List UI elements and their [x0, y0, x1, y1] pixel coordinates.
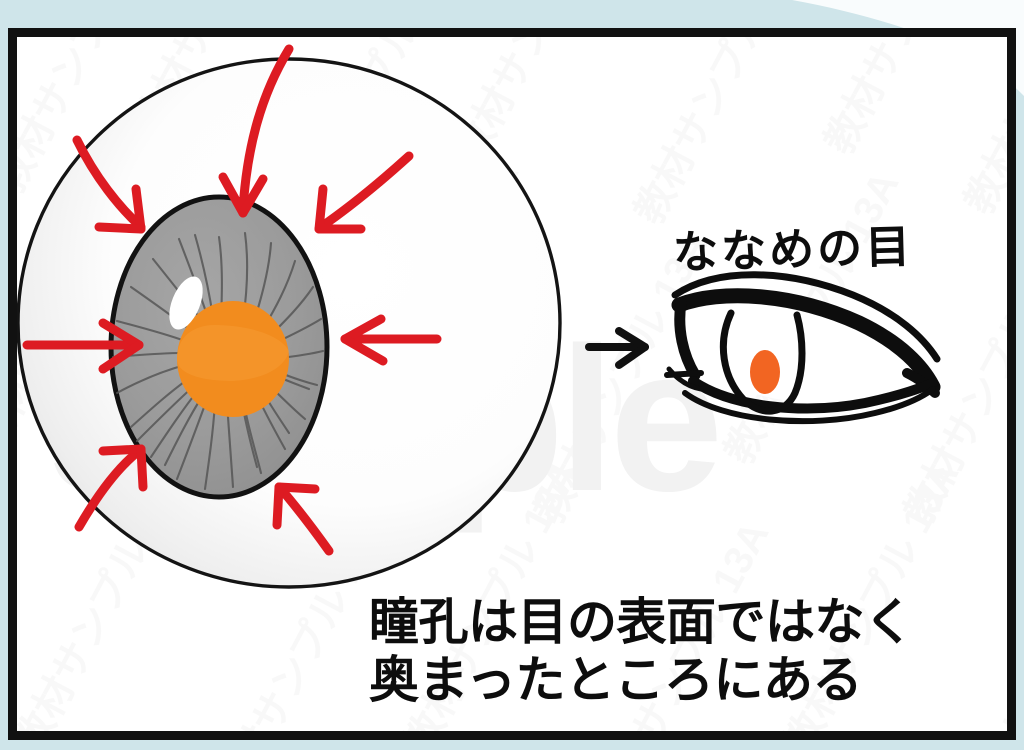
arrow-bottom-left — [74, 444, 148, 532]
arrow-bottom — [272, 482, 334, 556]
panel-inner: 教材サンプル 13A 教材サンプル 13A 教材サンプル 13A 教材サンプル … — [17, 37, 1007, 731]
arrow-left — [22, 318, 144, 374]
arrow-top-right — [314, 151, 414, 234]
specular-highlight — [169, 276, 203, 330]
eye-diagram — [17, 44, 941, 589]
red-arrow-group — [22, 44, 442, 556]
transition-arrow — [585, 327, 649, 369]
arrow-top — [218, 44, 294, 218]
arrow-top-left — [72, 135, 146, 234]
stylized-eye — [664, 271, 941, 425]
caption-block: 瞳孔は目の表面ではなく 奥まったところにある — [369, 593, 1007, 709]
content-frame: 教材サンプル 13A 教材サンプル 13A 教材サンプル 13A 教材サンプル … — [8, 28, 1016, 740]
arrow-right — [340, 314, 442, 366]
handwritten-label: ななめの目 — [672, 219, 914, 280]
eye-sketch-pupil — [750, 350, 780, 394]
pupil — [177, 301, 289, 417]
caption-line-2: 奥まったところにある — [369, 651, 863, 709]
caption-line-1: 瞳孔は目の表面ではなく — [369, 593, 914, 651]
